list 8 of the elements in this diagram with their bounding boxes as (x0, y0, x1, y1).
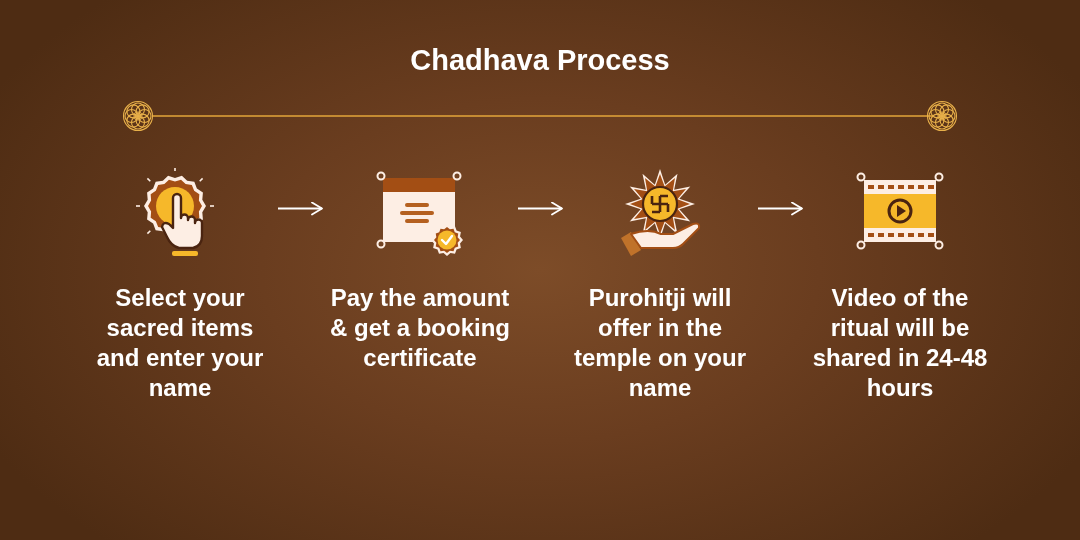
arrow (517, 201, 563, 216)
step-text: Purohitji will offer in the temple on your name (573, 283, 747, 403)
arrow (757, 201, 803, 216)
arrow (277, 201, 323, 216)
step-text: Pay the amount & get a booking certificate (329, 283, 511, 373)
step-text: Video of the ritual will be shared in 24-48 hours (811, 283, 989, 403)
step-text: Select your sacred items and enter your name (95, 283, 265, 403)
title: Chadhava Process (410, 43, 670, 78)
